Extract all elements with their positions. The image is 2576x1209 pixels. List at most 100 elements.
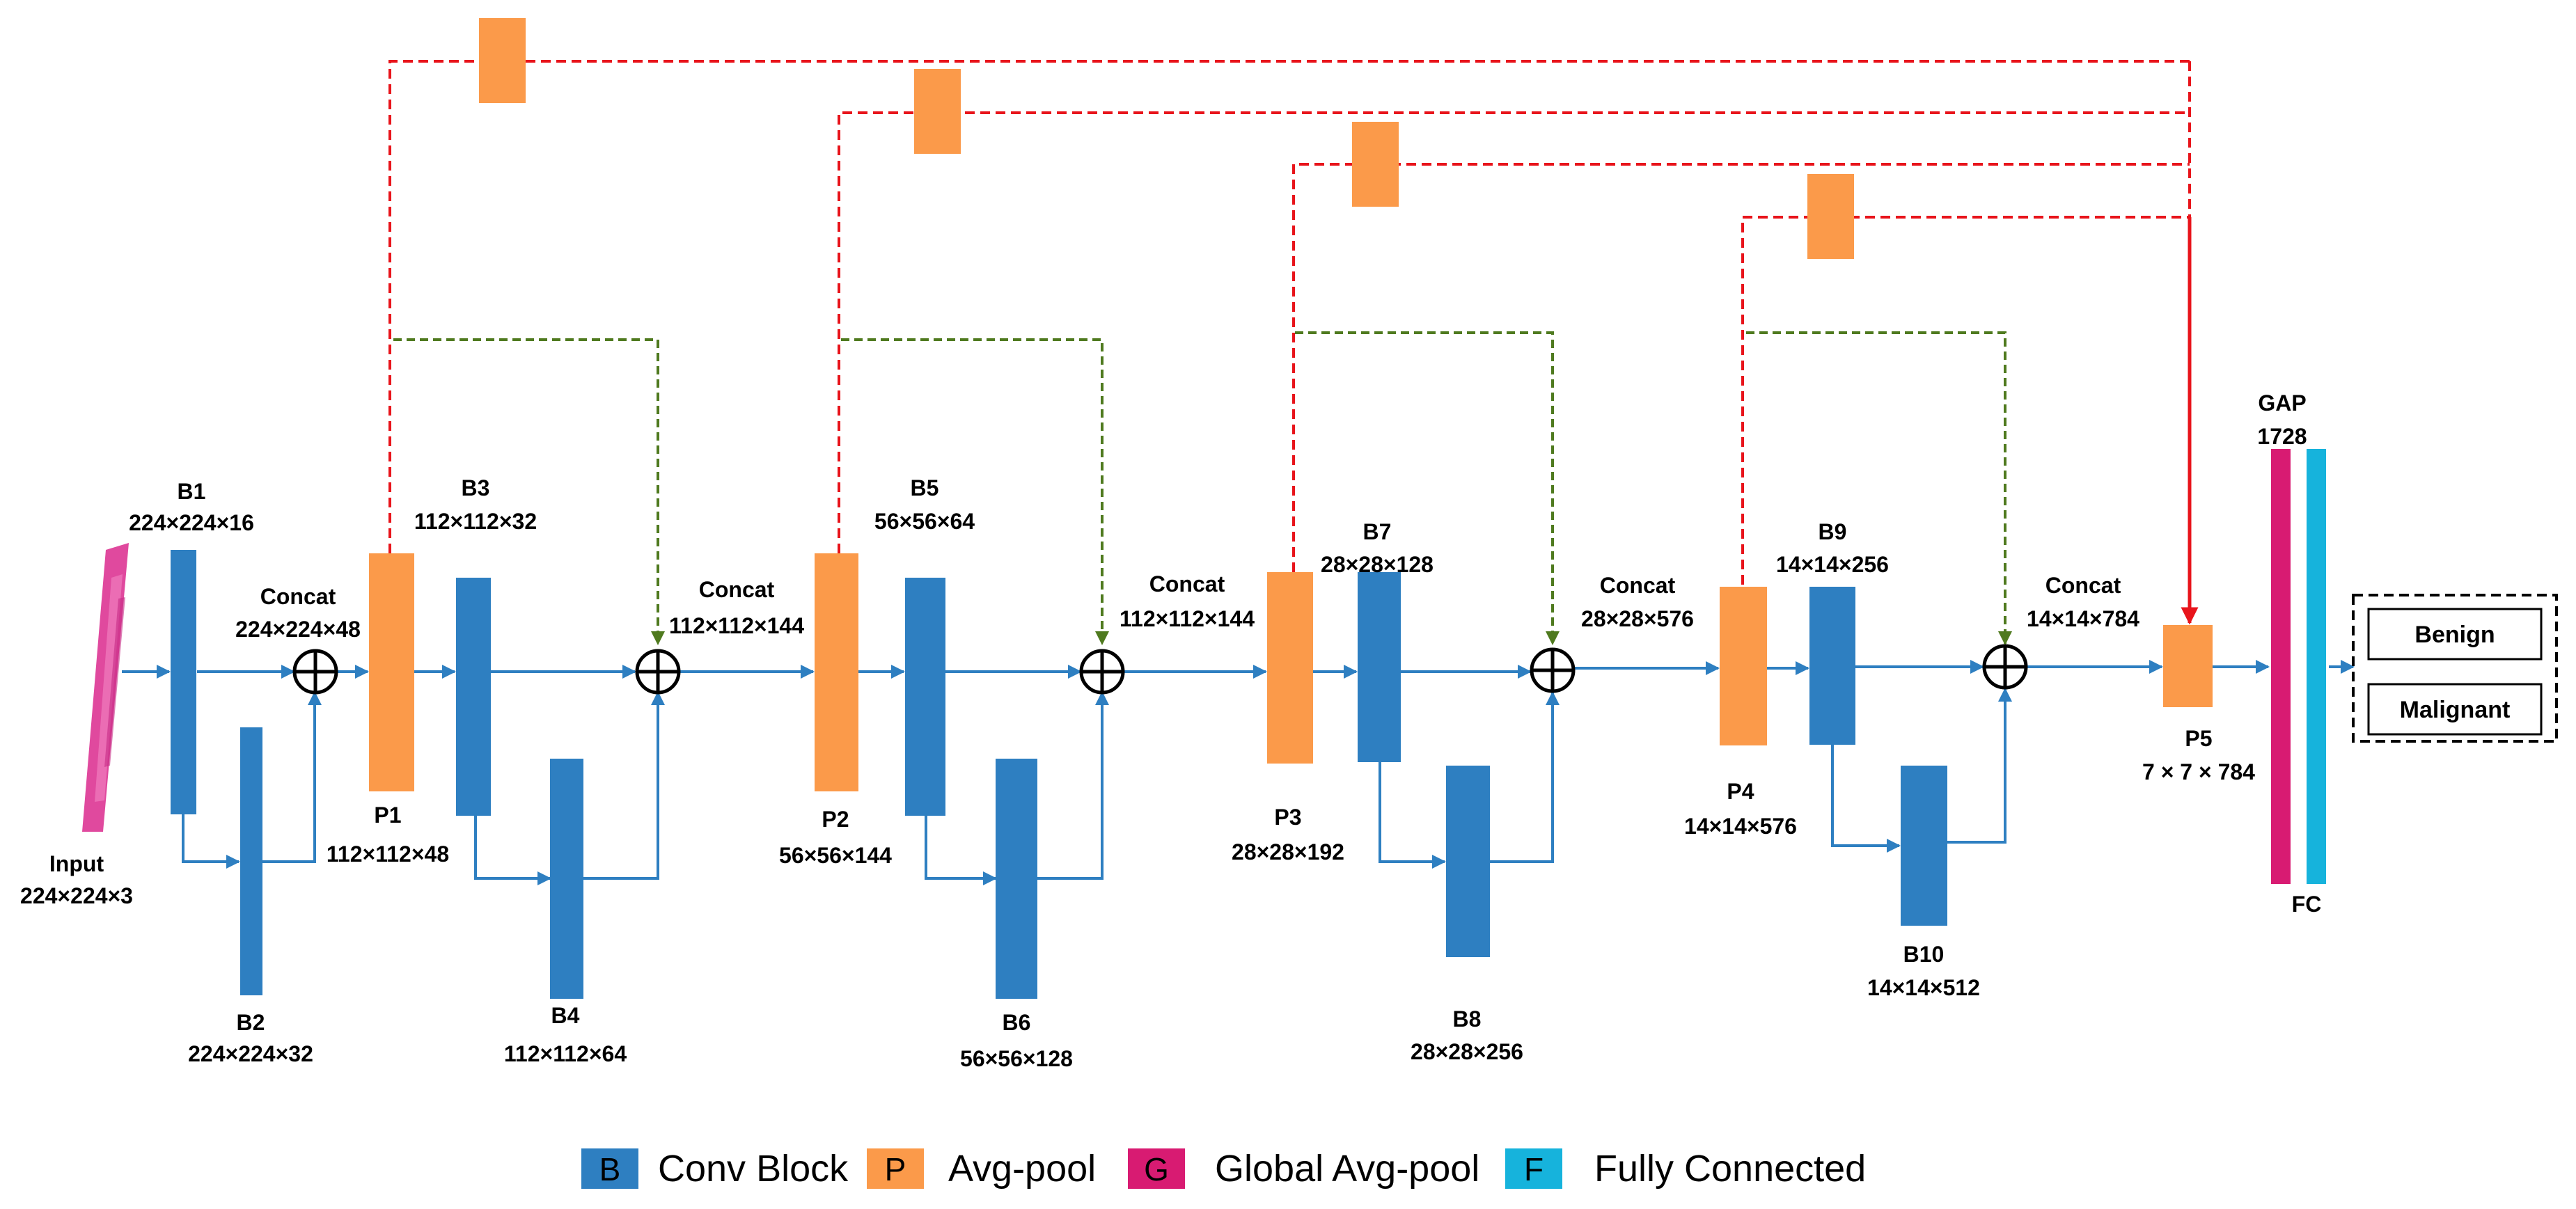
concat5-dims: 14×14×784 bbox=[2027, 606, 2139, 631]
p1-dims: 112×112×48 bbox=[327, 841, 449, 867]
legend: B Conv Block P Avg-pool G Global Avg-poo… bbox=[581, 1148, 1866, 1190]
gap-dims: 1728 bbox=[2257, 424, 2307, 449]
b9-dims: 14×14×256 bbox=[1776, 552, 1889, 577]
p2-name: P2 bbox=[822, 807, 849, 832]
red-skip-p3 bbox=[1292, 163, 2190, 572]
concat4-name: Concat bbox=[1600, 573, 1676, 598]
concat3-dims: 112×112×144 bbox=[1120, 606, 1255, 631]
pool-block-p5 bbox=[2163, 625, 2213, 707]
red-skip-p1 bbox=[388, 60, 2190, 553]
legend-key-fc: F bbox=[1524, 1151, 1544, 1187]
legend-swatch-conv bbox=[581, 1148, 638, 1189]
skip-pool-1 bbox=[479, 18, 526, 103]
output-malignant-box bbox=[2367, 683, 2543, 736]
conv-block-b5 bbox=[905, 578, 945, 816]
flow-b4-c2 bbox=[583, 691, 665, 880]
pool-block-p2 bbox=[815, 553, 858, 791]
input-image bbox=[82, 543, 129, 832]
green-skip-2 bbox=[841, 338, 1109, 645]
concat-nodes bbox=[292, 644, 2028, 695]
flow-b7-b8 bbox=[1379, 762, 1446, 869]
gap-name: GAP bbox=[2258, 390, 2306, 416]
gap-bar bbox=[2271, 449, 2291, 884]
b9-name: B9 bbox=[1819, 519, 1847, 544]
b4-dims: 112×112×64 bbox=[504, 1041, 627, 1066]
concat-node-4 bbox=[1530, 647, 1576, 693]
legend-item-conv: B Conv Block bbox=[581, 1148, 849, 1190]
b8-dims: 28×28×256 bbox=[1411, 1039, 1523, 1064]
concat2-name: Concat bbox=[699, 577, 775, 602]
flow-b9-b10 bbox=[1831, 745, 1901, 853]
legend-label-fc: Fully Connected bbox=[1594, 1148, 1866, 1190]
concat3-name: Concat bbox=[1149, 571, 1225, 596]
flow-b2-c1 bbox=[261, 691, 322, 863]
output-benign-box bbox=[2367, 608, 2543, 661]
legend-key-conv: B bbox=[599, 1151, 621, 1187]
b10-dims: 14×14×512 bbox=[1867, 975, 1980, 1000]
red-skip-p4 bbox=[1741, 216, 2190, 585]
legend-item-pool: P Avg-pool bbox=[867, 1148, 1096, 1190]
conv-block-b7 bbox=[1358, 572, 1401, 762]
concat-node-1 bbox=[292, 649, 338, 695]
input-dims: 224×224×3 bbox=[20, 883, 133, 908]
flow-b1-b2 bbox=[182, 814, 240, 869]
pool-block-p4 bbox=[1720, 587, 1767, 745]
b4-name: B4 bbox=[551, 1003, 580, 1028]
conv-block-b4 bbox=[550, 759, 583, 999]
p5-name: P5 bbox=[2185, 726, 2212, 751]
conv-block-b1 bbox=[171, 550, 196, 814]
conv-block-b8 bbox=[1446, 766, 1490, 957]
concat-node-5 bbox=[1982, 644, 2028, 690]
output-benign-label: Benign bbox=[2414, 622, 2495, 648]
legend-swatch-fc bbox=[1505, 1148, 1562, 1189]
output-malignant-label: Malignant bbox=[2400, 697, 2511, 723]
skip-pool-2 bbox=[914, 69, 961, 154]
b2-dims: 224×224×32 bbox=[188, 1041, 313, 1066]
p1-name: P1 bbox=[374, 803, 401, 828]
p3-dims: 28×28×192 bbox=[1232, 839, 1344, 864]
concat4-dims: 28×28×576 bbox=[1581, 606, 1694, 631]
concat-node-2 bbox=[635, 649, 681, 695]
conv-blocks bbox=[171, 550, 1947, 999]
b1-dims: 224×224×16 bbox=[129, 510, 254, 535]
conv-block-b9 bbox=[1809, 587, 1855, 745]
flow-lines bbox=[122, 660, 2355, 885]
b6-name: B6 bbox=[1003, 1010, 1031, 1035]
b1-name: B1 bbox=[178, 479, 206, 504]
legend-label-gap: Global Avg-pool bbox=[1215, 1148, 1479, 1190]
red-skip-connections bbox=[388, 60, 2191, 585]
b5-dims: 56×56×64 bbox=[874, 509, 975, 534]
green-skip-3 bbox=[1295, 331, 1560, 645]
output-group-frame bbox=[2352, 594, 2558, 743]
pool-block-p3 bbox=[1267, 572, 1313, 764]
flow-b10-c5 bbox=[1947, 688, 2012, 844]
legend-swatch-gap bbox=[1128, 1148, 1185, 1189]
p3-name: P3 bbox=[1274, 805, 1301, 830]
input-name: Input bbox=[49, 851, 104, 876]
legend-item-fc: F Fully Connected bbox=[1505, 1148, 1866, 1190]
b7-name: B7 bbox=[1363, 519, 1392, 544]
skip-pool-4 bbox=[1807, 174, 1854, 259]
skip-pools bbox=[479, 18, 1854, 259]
conv-block-b6 bbox=[996, 759, 1037, 999]
green-skip-4 bbox=[1746, 331, 2012, 645]
labels: Input 224×224×3 B1 224×224×16 B2 224×224… bbox=[20, 390, 2321, 1071]
legend-key-gap: G bbox=[1144, 1151, 1169, 1187]
conv-block-b2 bbox=[240, 727, 262, 995]
concat2-dims: 112×112×144 bbox=[669, 613, 804, 638]
b10-name: B10 bbox=[1903, 942, 1945, 967]
p4-name: P4 bbox=[1727, 779, 1754, 804]
conv-block-b3 bbox=[456, 578, 491, 816]
pool-block-p1 bbox=[369, 553, 414, 791]
b2-name: B2 bbox=[237, 1010, 265, 1035]
b8-name: B8 bbox=[1453, 1006, 1482, 1032]
green-skip-connections bbox=[393, 331, 2012, 645]
concat1-dims: 224×224×48 bbox=[235, 617, 361, 642]
concat-node-3 bbox=[1079, 649, 1125, 695]
b6-dims: 56×56×128 bbox=[960, 1046, 1073, 1071]
flow-b8-c4 bbox=[1490, 691, 1560, 863]
b5-name: B5 bbox=[911, 475, 939, 500]
concat5-name: Concat bbox=[2045, 573, 2121, 598]
p5-dims: 7 × 7 × 784 bbox=[2142, 759, 2255, 784]
